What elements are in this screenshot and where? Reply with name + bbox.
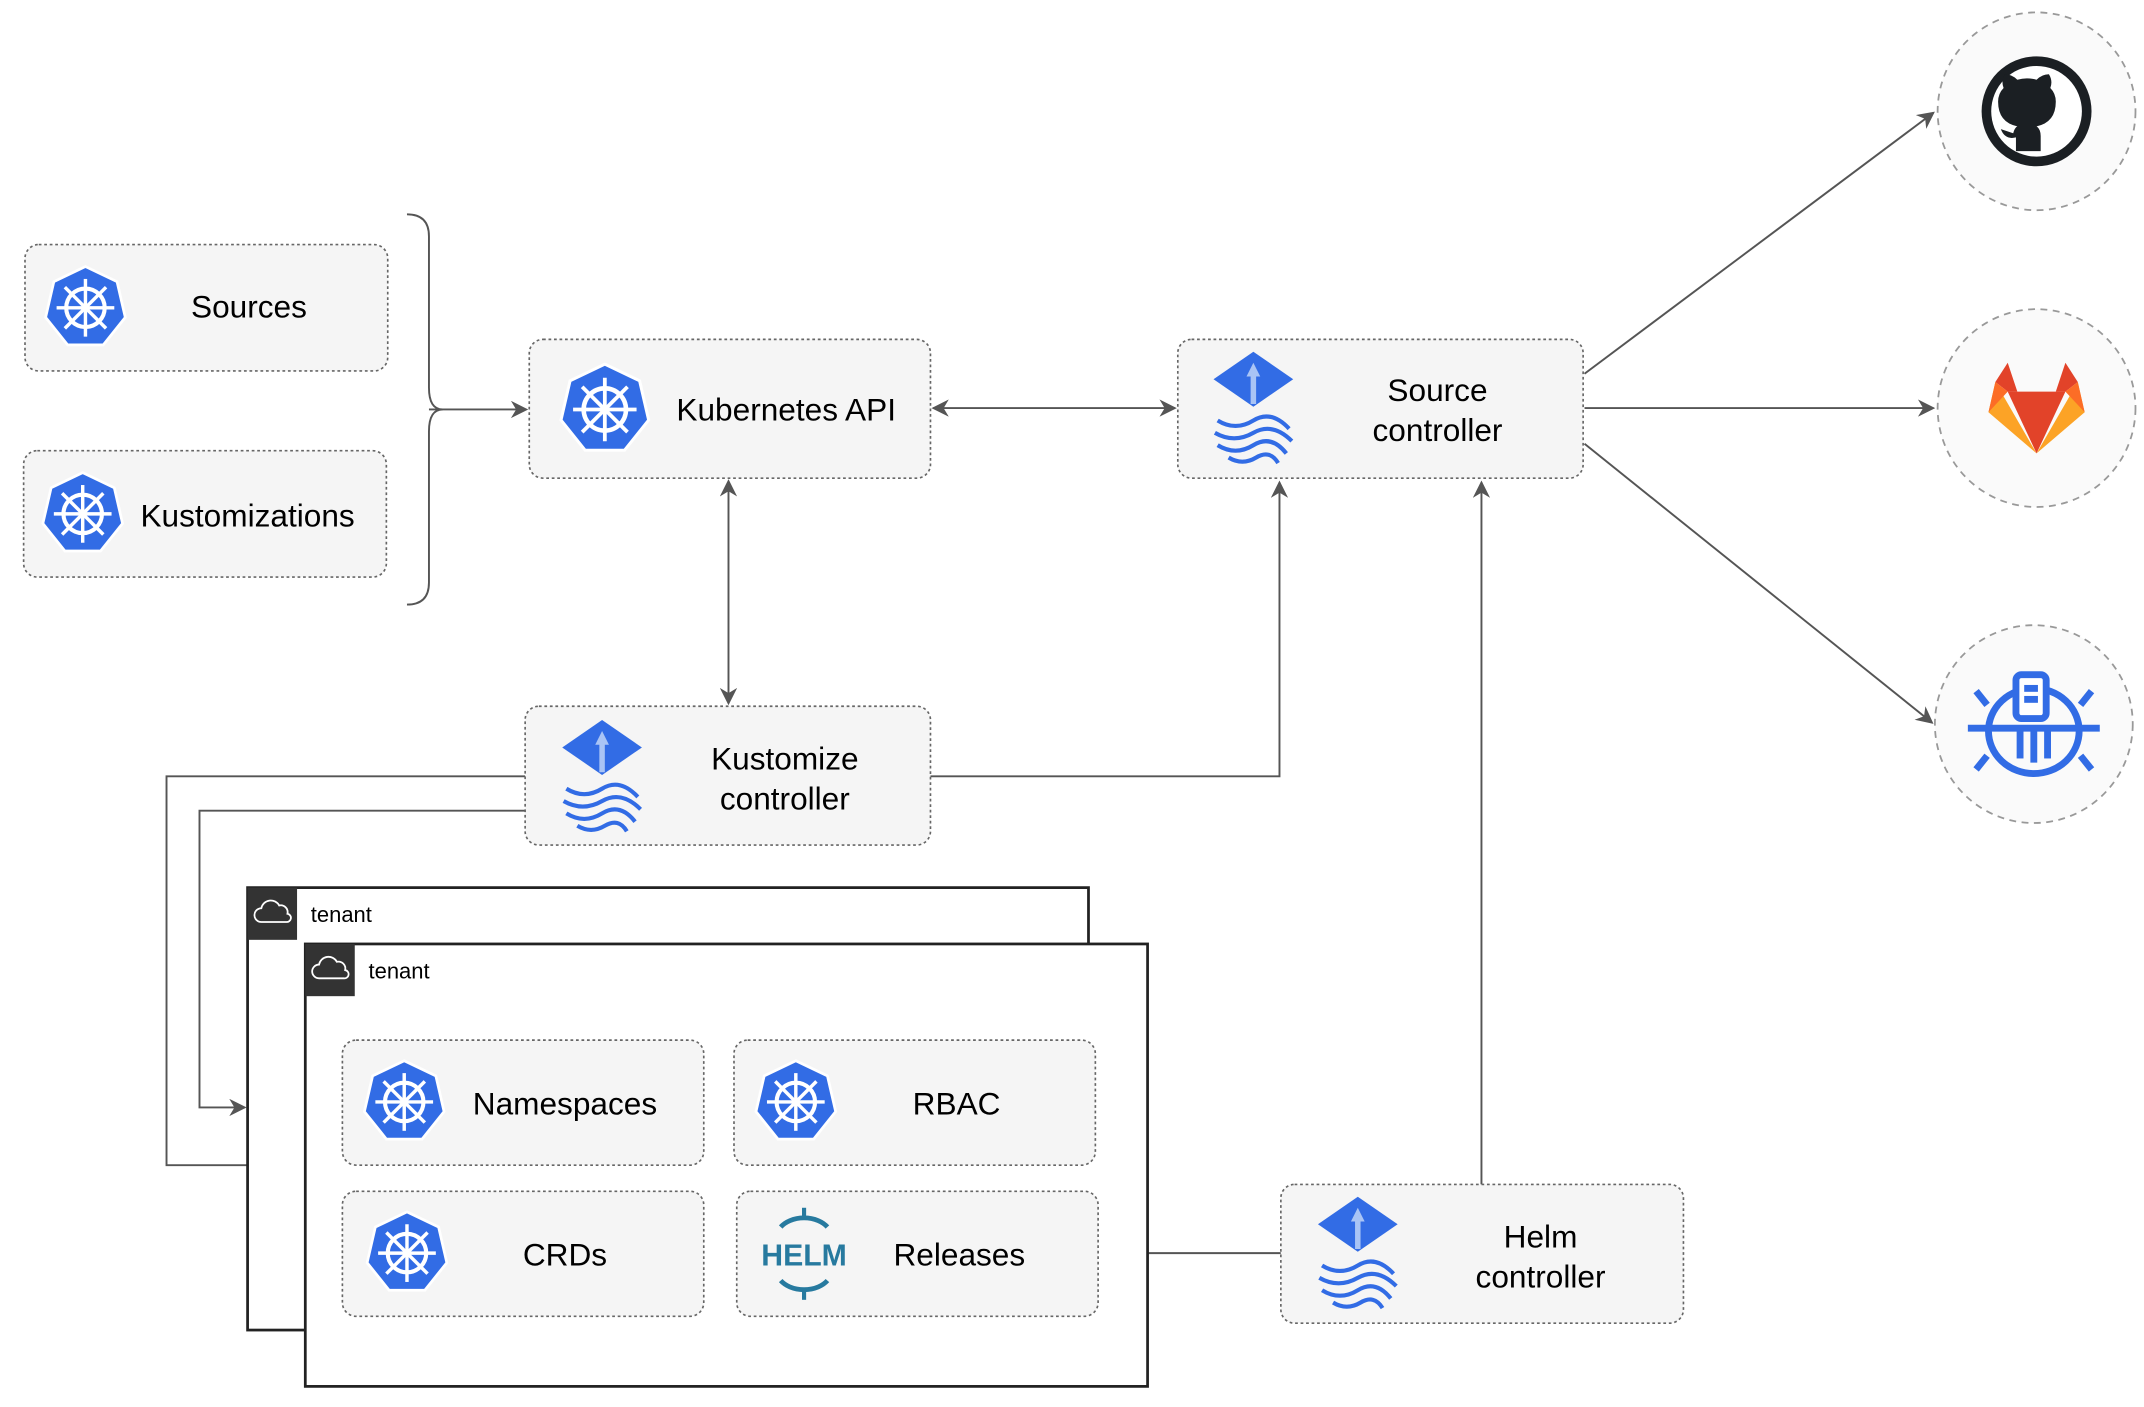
kustomize-controller-label-2: controller xyxy=(720,780,850,816)
edge-source-to-helm-repo xyxy=(1583,443,1934,724)
kustomizations-label: Kustomizations xyxy=(140,497,354,533)
svg-text:HELM: HELM xyxy=(761,1239,847,1272)
releases-label: Releases xyxy=(893,1236,1025,1272)
node-kubernetes-api[interactable]: Kubernetes API xyxy=(528,338,932,479)
node-rbac[interactable]: RBAC xyxy=(733,1039,1097,1166)
edge-kustomize-to-tenant-front xyxy=(165,775,526,1174)
rbac-label: RBAC xyxy=(913,1085,1001,1121)
crds-label: CRDs xyxy=(523,1236,607,1272)
edge-kustomize-to-tenant-back xyxy=(198,809,526,1117)
tenant-front-label: tenant xyxy=(369,958,430,983)
node-source-controller[interactable]: Source controller xyxy=(1176,338,1584,479)
namespaces-label: Namespaces xyxy=(473,1085,657,1121)
helm-controller-label-1: Helm xyxy=(1504,1219,1578,1255)
node-helm-controller[interactable]: Helm controller xyxy=(1280,1183,1685,1325)
github-icon xyxy=(1981,56,2092,167)
kustomize-controller-label-1: Kustomize xyxy=(711,740,858,776)
source-controller-label-2: controller xyxy=(1373,412,1503,448)
tenant-back-label: tenant xyxy=(311,902,372,927)
github-repository[interactable] xyxy=(1936,11,2137,212)
node-kustomize-controller[interactable]: Kustomize controller xyxy=(524,705,932,846)
node-releases[interactable]: HELM Releases xyxy=(735,1190,1099,1318)
edge-kustomize-to-source xyxy=(930,480,1289,778)
edge-source-to-github xyxy=(1583,111,1935,375)
helm-repository-icon xyxy=(1967,671,2100,778)
source-controller-label-1: Source xyxy=(1387,372,1487,408)
node-kustomizations[interactable]: Kustomizations xyxy=(22,449,388,578)
helm-controller-label-2: controller xyxy=(1476,1258,1606,1294)
kubernetes-api-label: Kubernetes API xyxy=(676,391,896,427)
gitlab-repository[interactable] xyxy=(1936,308,2137,508)
node-namespaces[interactable]: Namespaces xyxy=(341,1039,705,1166)
helm-repository[interactable] xyxy=(1933,624,2134,824)
sources-label: Sources xyxy=(191,288,307,324)
node-crds[interactable]: CRDs xyxy=(341,1190,705,1318)
gitlab-icon xyxy=(1988,362,2085,454)
helm-logo: HELM xyxy=(761,1207,847,1300)
node-sources[interactable]: Sources xyxy=(24,243,389,372)
